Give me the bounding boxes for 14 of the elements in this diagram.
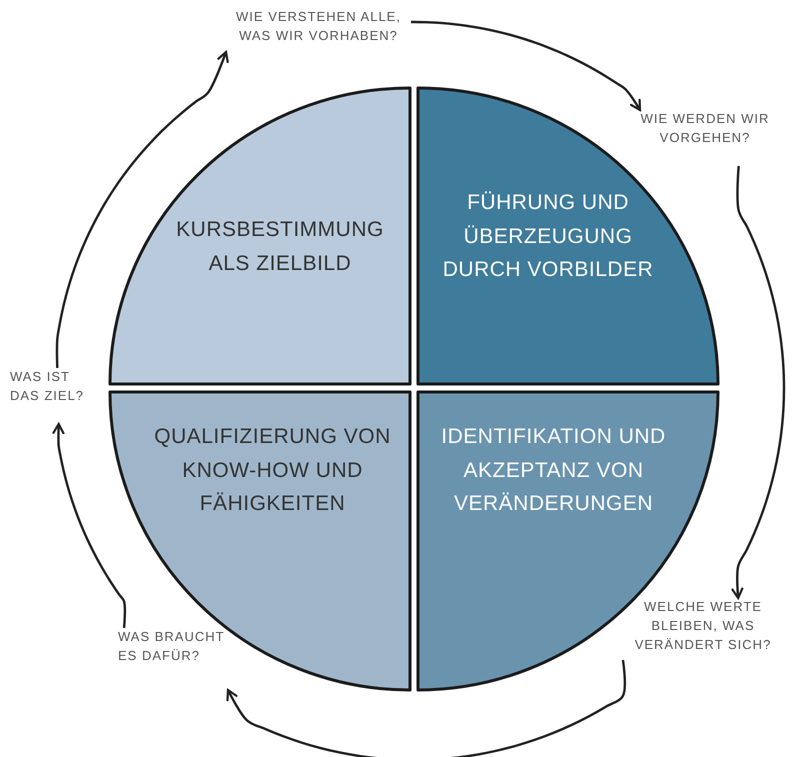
question-text: WIE VERSTEHEN ALLE, WAS WIR VORHABEN?: [235, 8, 402, 45]
curved-arrow: [226, 660, 626, 757]
question-text: WAS IST DAS ZIEL?: [10, 368, 86, 405]
quadrant-title: KURSBESTIMMUNG ALS ZIELBILD: [175, 217, 385, 277]
curved-arrow: [56, 50, 229, 368]
question-text: WELCHE WERTE BLEIBEN, WAS VERÄNDERT SICH?: [634, 598, 772, 654]
question-text: WAS BRAUCHT ES DAFÜR?: [118, 628, 226, 665]
question-text: WIE WERDEN WIR VORGEHEN?: [640, 110, 770, 147]
quadrant-title: QUALIFIZIERUNG VON KNOW-HOW UND FÄHIGKEITEN: [153, 424, 392, 518]
curved-arrow: [52, 422, 126, 628]
quadrant-title: IDENTIFIKATION UND AKZEPTANZ VON VERÄNDERUNGEN: [440, 424, 667, 518]
quadrant-title: FÜHRUNG UND ÜBERZEUGUNG DURCH VORBILDER: [442, 190, 654, 284]
curved-arrow: [411, 20, 642, 112]
curved-arrow: [731, 166, 786, 600]
